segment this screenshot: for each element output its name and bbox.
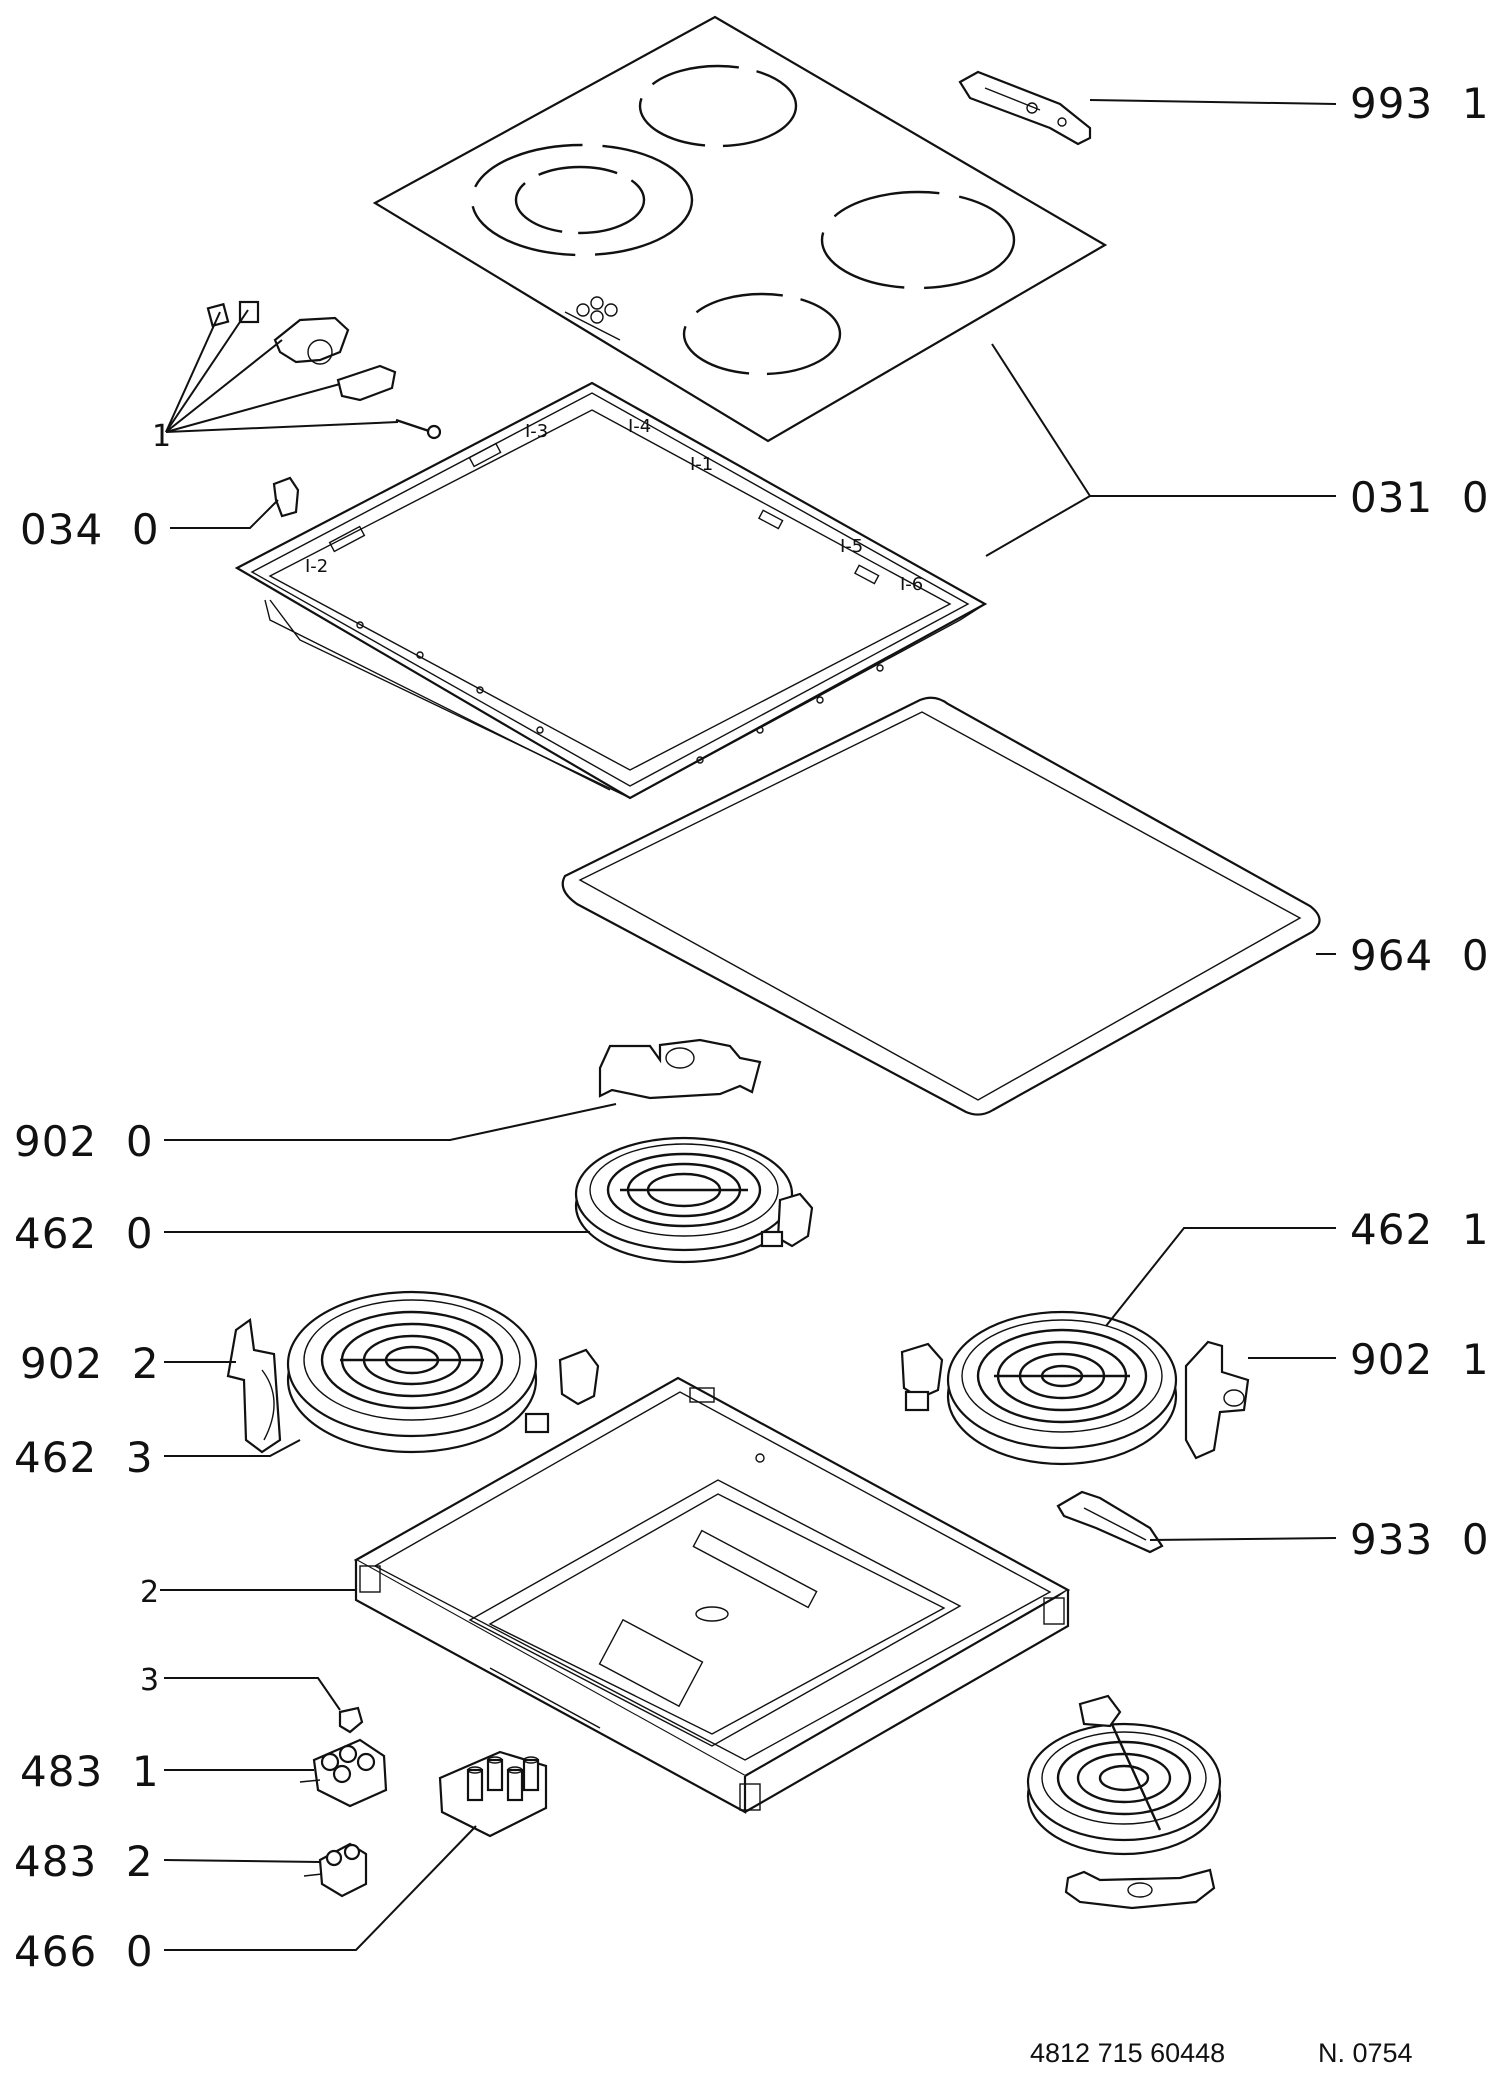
part-483-2-terminal-block [303, 1842, 368, 1898]
svg-text:I-3: I-3 [525, 421, 548, 442]
part-902-0-bracket [598, 1038, 762, 1100]
callout-labels: 993 1 031 0 1 034 0 964 0 902 0 462 0 46… [14, 79, 1490, 1976]
label-964-0: 964 0 [1350, 931, 1490, 980]
label-3: 3 [140, 1663, 159, 1698]
part-902-2-bracket [226, 1318, 282, 1454]
document-number: 4812 715 60448 [1030, 2038, 1225, 2068]
part-466-0-connector-block [438, 1750, 548, 1838]
label-031-0: 031 0 [1350, 473, 1490, 522]
label-902-0: 902 0 [14, 1117, 154, 1166]
part-3-knob [338, 1706, 364, 1734]
edition-number: N. 0754 [1318, 2038, 1413, 2068]
label-902-2: 902 2 [20, 1339, 160, 1388]
part-483-1-terminal-block [299, 1738, 388, 1808]
label-933-0: 933 0 [1350, 1515, 1490, 1564]
label-462-0: 462 0 [14, 1209, 154, 1258]
footer: 4812 715 60448 N. 0754 [1030, 2038, 1413, 2068]
label-483-2: 483 2 [14, 1837, 154, 1886]
label-902-1: 902 1 [1350, 1335, 1490, 1384]
part-2-bottom-tray [353, 1376, 1071, 1814]
glass-ceramic-top [372, 15, 1108, 443]
label-2: 2 [140, 1575, 159, 1610]
part-993-1-bracket [958, 70, 1092, 146]
part-933-0-sensor [1056, 1490, 1164, 1554]
svg-text:I-5: I-5 [840, 536, 863, 557]
leader-lines [160, 99, 1337, 1951]
part-034-0-clip [272, 476, 300, 518]
part-964-0-gasket [561, 696, 1321, 1116]
label-034-0: 034 0 [20, 505, 160, 554]
part-462-3-heating-element [286, 1290, 600, 1454]
svg-text:I-1: I-1 [690, 454, 713, 475]
part-1-fixings [206, 300, 442, 440]
label-466-0: 466 0 [14, 1927, 154, 1976]
label-483-1: 483 1 [20, 1747, 160, 1796]
part-462-1-heating-element [900, 1310, 1178, 1466]
part-902-1-bracket [1184, 1340, 1250, 1460]
svg-text:I-4: I-4 [628, 416, 651, 437]
label-462-1: 462 1 [1350, 1205, 1490, 1254]
label-993-1: 993 1 [1350, 79, 1490, 128]
part-462-0-heating-element [574, 1136, 814, 1264]
svg-text:I-2: I-2 [305, 556, 328, 577]
svg-text:I-6: I-6 [900, 574, 923, 595]
hob-frame: I-3 I-2 I-4 I-1 I-5 I-6 [234, 381, 988, 800]
label-462-3: 462 3 [14, 1433, 154, 1482]
label-1: 1 [152, 419, 171, 454]
heating-element-bottom-right [1026, 1694, 1222, 1910]
